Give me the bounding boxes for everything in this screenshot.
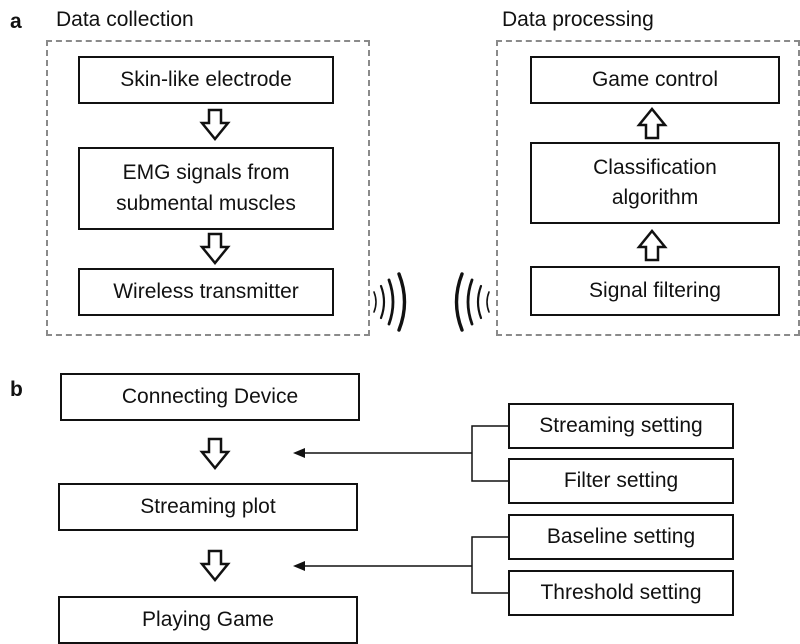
data-processing-group xyxy=(496,40,800,336)
wireless-signal-in-icon xyxy=(454,272,490,332)
arrow-down-icon-3 xyxy=(200,437,230,470)
streaming-setting-box: Streaming setting xyxy=(508,403,734,449)
arrow-up-icon-1 xyxy=(637,107,667,140)
filter-setting-box: Filter setting xyxy=(508,458,734,504)
arrow-down-icon-4 xyxy=(200,549,230,582)
settings-bracket-1 xyxy=(300,425,508,482)
arrow-down-icon-2 xyxy=(200,232,230,265)
arrow-up-icon-2 xyxy=(637,229,667,262)
panel-a-label: a xyxy=(10,10,22,33)
wireless-signal-out-icon xyxy=(373,272,407,332)
game-control-box: Game control xyxy=(530,56,780,104)
settings-bracket-2 xyxy=(300,536,508,594)
connecting-device-box: Connecting Device xyxy=(60,373,360,421)
data-collection-title: Data collection xyxy=(56,8,194,31)
arrow-left-icon-1 xyxy=(293,448,305,458)
panel-b-label: b xyxy=(10,378,23,401)
threshold-setting-box: Threshold setting xyxy=(508,570,734,616)
data-collection-group xyxy=(46,40,370,336)
arrow-down-icon-1 xyxy=(200,108,230,141)
signal-filtering-box: Signal filtering xyxy=(530,266,780,316)
classification-algorithm-box: Classification algorithm xyxy=(530,142,780,224)
arrow-left-icon-2 xyxy=(293,561,305,571)
streaming-plot-box: Streaming plot xyxy=(58,483,358,531)
skin-like-electrode-box: Skin-like electrode xyxy=(78,56,334,104)
wireless-transmitter-box: Wireless transmitter xyxy=(78,268,334,316)
baseline-setting-box: Baseline setting xyxy=(508,514,734,560)
emg-signals-box: EMG signals from submental muscles xyxy=(78,147,334,230)
data-processing-title: Data processing xyxy=(502,8,654,31)
